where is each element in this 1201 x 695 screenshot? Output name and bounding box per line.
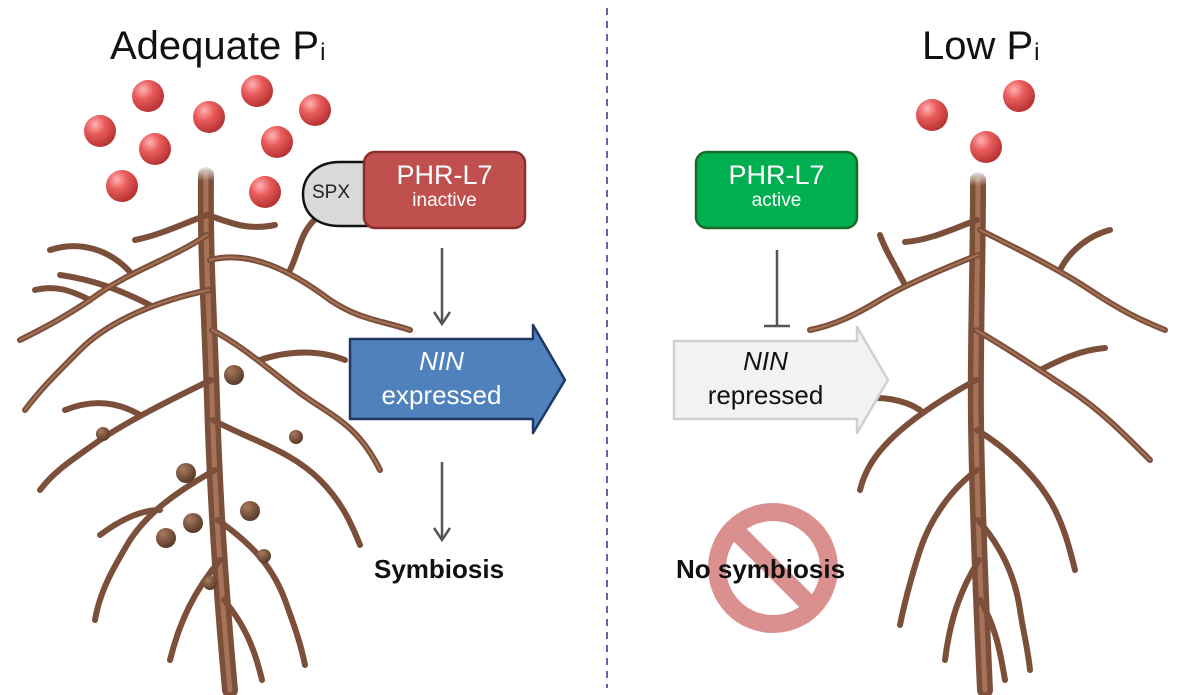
nin-repressed-status: repressed — [707, 380, 824, 410]
nin-repressed-arrow — [672, 325, 890, 435]
phr-inactive-text: PHR-L7 inactive — [364, 152, 525, 228]
symbiosis-arrow — [432, 462, 452, 543]
no-symbiosis-label: No symbiosis — [676, 554, 846, 584]
phr-active-name: PHR-L7 — [728, 160, 825, 190]
left-title-text: Adequate P — [110, 24, 320, 68]
left-activation-arrow — [432, 248, 452, 327]
phr-inactive-state: inactive — [412, 190, 477, 211]
nodule — [203, 576, 217, 590]
left-root — [17, 165, 413, 695]
phr-inactive-box — [362, 150, 527, 230]
nin-expressed-text: NIN expressed — [350, 344, 533, 412]
nin-repressed-text: NIN repressed — [674, 344, 857, 412]
nodule — [96, 427, 110, 441]
nin-repressed-gene: NIN — [743, 346, 788, 376]
right-title-text: Low P — [922, 24, 1034, 68]
nodule — [240, 501, 260, 521]
nin-expressed-arrow — [348, 323, 567, 435]
left-panel-title: Adequate Pi — [110, 26, 325, 66]
left-phosphate-particles — [84, 75, 331, 208]
left-title-subscript: i — [320, 39, 326, 66]
repression-bar — [764, 250, 790, 328]
right-panel-title: Low Pi — [922, 26, 1040, 66]
nodule — [289, 430, 303, 444]
phr-active-state: active — [751, 190, 802, 211]
nin-expressed-gene: NIN — [419, 346, 464, 376]
phr-active-box — [694, 150, 859, 230]
nodule — [176, 463, 196, 483]
nodule — [156, 528, 176, 548]
right-root — [807, 170, 1168, 695]
nin-expressed-status: expressed — [381, 380, 502, 410]
symbiosis-label: Symbiosis — [374, 554, 505, 584]
phr-active-text: PHR-L7 active — [696, 152, 857, 228]
phr-inactive-name: PHR-L7 — [396, 160, 493, 190]
spx-shape — [301, 160, 372, 228]
nodule — [257, 549, 271, 563]
left-nodules — [96, 365, 303, 590]
right-title-subscript: i — [1034, 39, 1040, 66]
prohibition-icon — [708, 503, 838, 633]
nodule — [224, 365, 244, 385]
right-phosphate-particles — [916, 80, 1035, 163]
nodule — [183, 513, 203, 533]
spx-label: SPX — [312, 182, 351, 203]
